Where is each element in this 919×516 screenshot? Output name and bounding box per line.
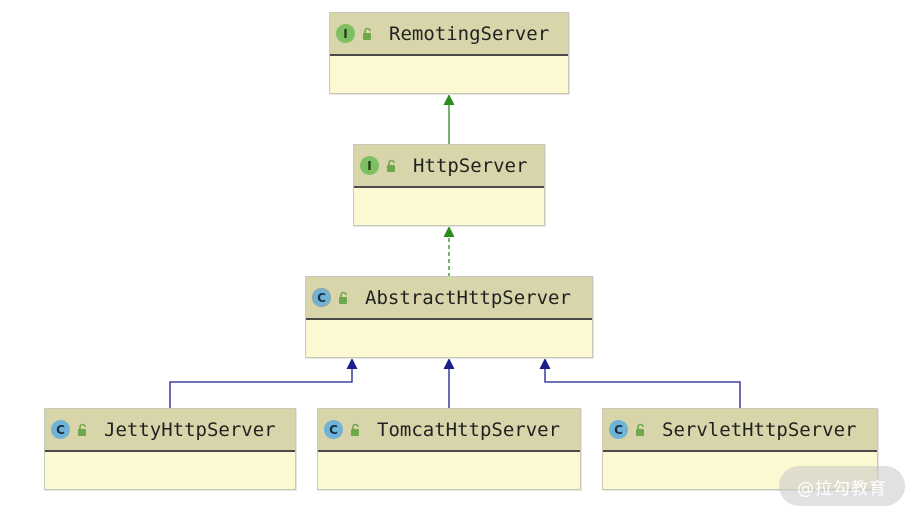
unlocked-padlock-icon — [636, 423, 644, 436]
class-name: AbstractHttpServer — [365, 286, 571, 309]
unlocked-padlock-icon — [351, 423, 359, 436]
class-icon: C — [324, 420, 343, 439]
unlocked-padlock-icon — [339, 291, 347, 304]
unlocked-padlock-icon — [387, 159, 395, 172]
class-members-area — [306, 320, 592, 356]
class-header: C TomcatHttpServer — [318, 409, 580, 452]
arrowhead-remoting — [443, 94, 455, 105]
interface-icon: I — [360, 156, 379, 175]
class-node-abstract-http-server[interactable]: C AbstractHttpServer — [305, 276, 593, 358]
class-members-area — [45, 452, 295, 488]
class-members-area — [354, 188, 544, 224]
class-name: JettyHttpServer — [104, 418, 276, 441]
unlocked-padlock-icon — [78, 423, 86, 436]
edge-servlet-to-abstract — [544, 368, 741, 409]
arrowhead-abstract-center — [443, 358, 455, 369]
class-icon: C — [51, 420, 70, 439]
class-header: I HttpServer — [354, 145, 544, 188]
arrowhead-http — [443, 226, 455, 237]
class-name: HttpServer — [413, 154, 528, 177]
edge-jetty-to-abstract — [169, 368, 353, 409]
class-members-area — [318, 452, 580, 488]
class-node-jetty-http-server[interactable]: C JettyHttpServer — [44, 408, 296, 490]
interface-icon: I — [336, 24, 355, 43]
arrowhead-abstract-right — [539, 358, 551, 369]
class-name: ServletHttpServer — [662, 418, 857, 441]
watermark-badge: @拉勾教育 — [779, 466, 905, 506]
class-header: C JettyHttpServer — [45, 409, 295, 452]
class-header: C AbstractHttpServer — [306, 277, 592, 320]
unlocked-padlock-icon — [363, 27, 371, 40]
class-node-http-server[interactable]: I HttpServer — [353, 144, 545, 226]
class-node-remoting-server[interactable]: I RemotingServer — [329, 12, 569, 94]
class-members-area — [330, 56, 568, 92]
class-name: TomcatHttpServer — [377, 418, 561, 441]
class-icon: C — [609, 420, 628, 439]
class-header: C ServletHttpServer — [603, 409, 877, 452]
class-node-tomcat-http-server[interactable]: C TomcatHttpServer — [317, 408, 581, 490]
class-header: I RemotingServer — [330, 13, 568, 56]
abstract-class-icon: C — [312, 288, 331, 307]
class-name: RemotingServer — [389, 22, 550, 45]
arrowhead-abstract-left — [346, 358, 358, 369]
